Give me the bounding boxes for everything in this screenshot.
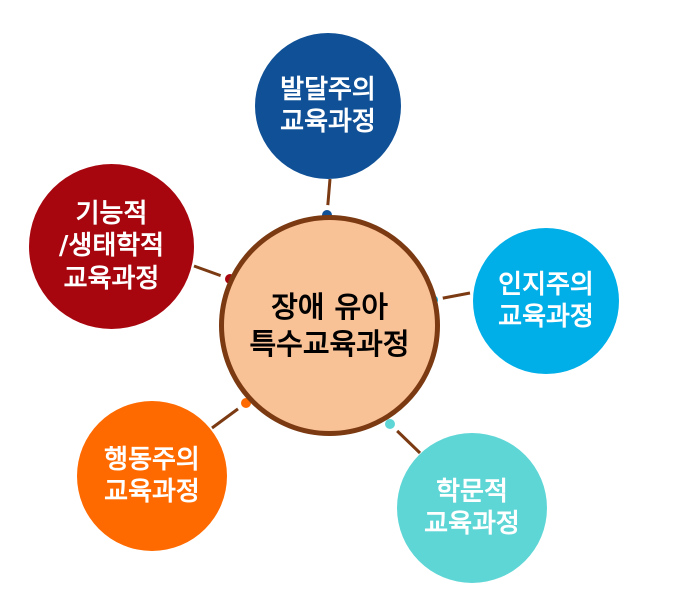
node-label-line-2: 교육과정 (498, 302, 594, 332)
node-academic: 학문적 교육과정 (397, 433, 547, 583)
center-label-line-1: 장애 유아 (271, 290, 388, 325)
node-label-line-1: 발달주의 (280, 74, 376, 105)
node-label-line-2: 교육과정 (104, 477, 200, 507)
connector-dot-core-academic (385, 419, 395, 429)
center-node: 장애 유아 특수교육과정 (219, 215, 440, 436)
node-label-line-3: 교육과정 (63, 263, 160, 294)
center-label-line-2: 특수교육과정 (249, 326, 410, 361)
node-cognitive: 인지주의 교육과정 (473, 228, 619, 374)
node-label-line-1: 행동주의 (104, 444, 200, 475)
node-label-line-1: 학문적 (436, 476, 508, 507)
node-developmental: 발달주의 교육과정 (255, 33, 401, 179)
node-label-line-2: /생태학적 (58, 231, 165, 262)
node-label-line-1: 기능적 (75, 198, 148, 229)
node-label-line-1: 인지주의 (498, 269, 594, 300)
node-behavioral: 행동주의 교육과정 (77, 401, 227, 551)
node-label-line-2: 교육과정 (280, 107, 376, 137)
node-label-line-2: 교육과정 (424, 509, 520, 539)
node-functional: 기능적 /생태학적 교육과정 (29, 164, 194, 329)
